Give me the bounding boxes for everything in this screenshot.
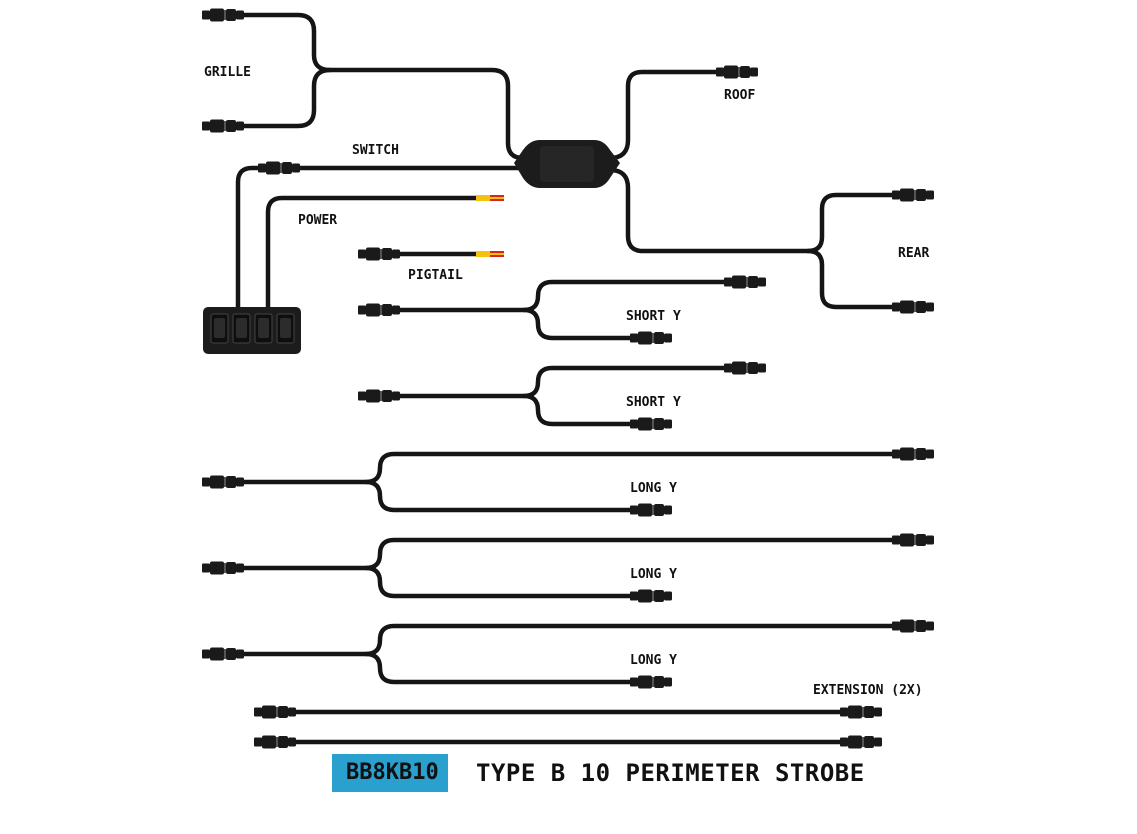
label-roof: ROOF — [724, 88, 755, 103]
label-switch: SWITCH — [352, 143, 399, 158]
switch-panel — [203, 307, 301, 354]
rocker-switch — [210, 313, 229, 344]
label-long-y-3: LONG Y — [630, 653, 677, 668]
label-pigtail: PIGTAIL — [408, 268, 463, 283]
long-y-cable-3 — [202, 619, 934, 689]
label-power: POWER — [298, 213, 337, 228]
short-y-cable-2 — [358, 361, 766, 431]
power-cable — [265, 195, 479, 311]
grille-connector-bottom — [202, 119, 244, 133]
long-y-cable-2 — [202, 533, 934, 603]
part-number-badge: BB8KB10 — [332, 754, 448, 792]
rear-cable — [607, 167, 895, 254]
label-long-y-2: LONG Y — [630, 567, 677, 582]
extension-cable-1 — [254, 705, 882, 719]
product-title: TYPE B 10 PERIMETER STROBE — [476, 759, 865, 787]
extension-cable-2 — [254, 735, 882, 749]
label-rear: REAR — [898, 246, 929, 261]
rocker-switch — [254, 313, 273, 344]
label-short-y-1: SHORT Y — [626, 309, 681, 324]
pigtail-cable — [358, 247, 504, 261]
grille-connector-top — [202, 8, 244, 22]
rear-connector-top — [892, 188, 934, 202]
rear-connector-bottom — [892, 300, 934, 314]
grille-cable — [241, 12, 526, 161]
label-extension: EXTENSION (2X) — [813, 683, 923, 698]
roof-connector — [716, 65, 758, 79]
switch-connector — [258, 161, 300, 175]
label-long-y-1: LONG Y — [630, 481, 677, 496]
label-short-y-2: SHORT Y — [626, 395, 681, 410]
label-grille: GRILLE — [204, 65, 251, 80]
power-wire-tips — [476, 195, 504, 201]
control-module — [514, 140, 620, 188]
long-y-cable-1 — [202, 447, 934, 517]
footer: BB8KB10 TYPE B 10 PERIMETER STROBE — [332, 754, 865, 792]
roof-cable — [607, 69, 719, 161]
main-harness — [202, 8, 934, 354]
rocker-switch — [276, 313, 295, 344]
rocker-switch — [232, 313, 251, 344]
short-y-cable-1 — [358, 275, 766, 345]
